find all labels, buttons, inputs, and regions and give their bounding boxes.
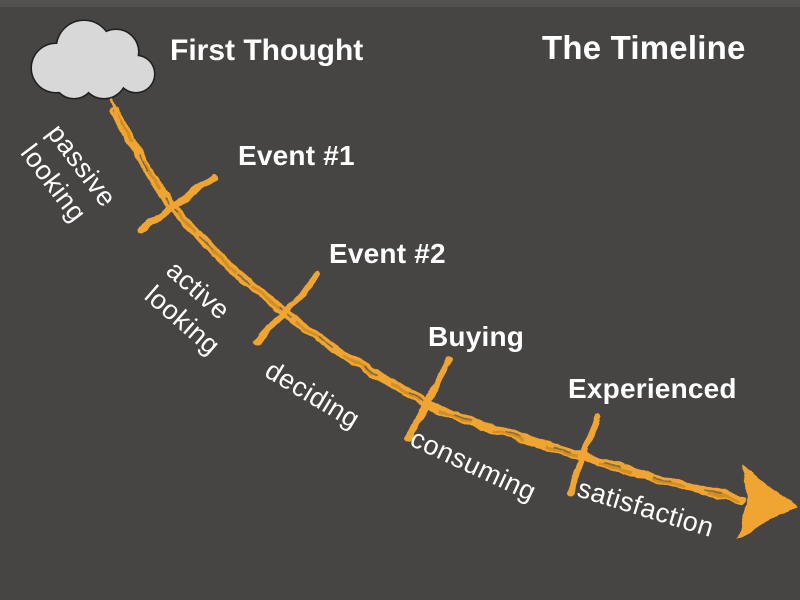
curve-start-taper bbox=[108, 94, 126, 136]
tick-mark-2 bbox=[252, 272, 322, 346]
curved-arrow-icon bbox=[108, 94, 797, 539]
milestone-buying: Buying bbox=[428, 321, 525, 352]
arrowhead-icon bbox=[736, 466, 797, 539]
first-thought-label: First Thought bbox=[170, 34, 364, 67]
milestone-event-2: Event #2 bbox=[329, 238, 446, 269]
slide-title: The Timeline bbox=[542, 29, 746, 66]
milestone-event-1: Event #1 bbox=[238, 140, 355, 171]
tick-mark-3 bbox=[404, 356, 452, 444]
tick-mark-4 bbox=[566, 414, 601, 498]
thought-cloud-icon bbox=[24, 16, 160, 115]
milestone-experienced: Experienced bbox=[568, 373, 737, 404]
tick-mark-1 bbox=[136, 174, 218, 234]
